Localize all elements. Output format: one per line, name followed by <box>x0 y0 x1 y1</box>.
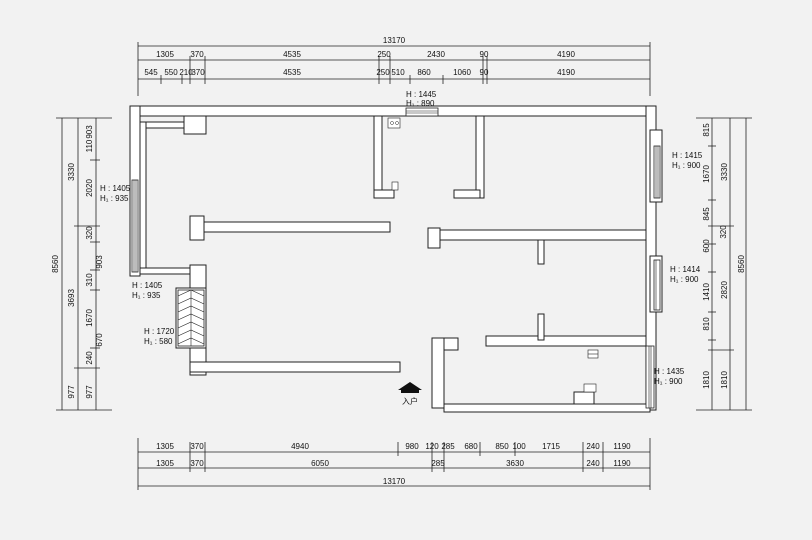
window-h-label: H : 1445 <box>406 90 437 99</box>
top-dim: 250 <box>376 68 390 77</box>
right-dim: 2820 <box>720 281 729 299</box>
left-dim: 1670 <box>85 309 94 327</box>
herringbone-panel <box>177 289 205 347</box>
window-h-label: H : 1405 <box>132 281 163 290</box>
window-h1-label: H₁ : 935 <box>100 194 129 203</box>
bottom-dim: 370 <box>190 459 204 468</box>
left-dimensions: 8560 3330 3693 977 110 903 2020 320 310 … <box>51 117 112 411</box>
top-dim: 4535 <box>283 68 301 77</box>
bottom-dim: 4940 <box>291 442 309 451</box>
bottom-dim: 285 <box>431 459 445 468</box>
entrance-marker: 入户 <box>398 382 422 406</box>
bottom-dim: 370 <box>190 442 204 451</box>
left-dim: 110 <box>85 139 94 152</box>
window-h1-label: H₁ : 890 <box>406 99 435 108</box>
left-dim: 310 <box>85 273 94 287</box>
left-dim: 977 <box>85 385 94 399</box>
window-labels: H : 1445 H₁ : 890 H : 1405 H₁ : 935 H : … <box>100 90 703 386</box>
windows <box>131 107 661 409</box>
window-h1-label: H₁ : 900 <box>654 377 683 386</box>
window-h1-label: H₁ : 900 <box>672 161 701 170</box>
kitchen-fixtures <box>387 117 599 393</box>
right-dim: 810 <box>702 317 711 331</box>
bottom-dim: 1305 <box>156 459 174 468</box>
top-dim: 210 <box>179 68 193 77</box>
bottom-dim: 980 <box>405 442 419 451</box>
top-dim: 545 <box>144 68 158 77</box>
window-h-label: H : 1415 <box>672 151 703 160</box>
right-dim: 1810 <box>720 371 729 389</box>
right-dim: 1670 <box>702 165 711 183</box>
bottom-dim: 1715 <box>542 442 560 451</box>
right-dim: 1410 <box>702 283 711 301</box>
right-dim: 600 <box>702 239 711 253</box>
bottom-dim: 240 <box>586 459 600 468</box>
bottom-dim: 680 <box>464 442 478 451</box>
top-dimensions: 13170 1305 370 4535 250 2430 90 4190 545… <box>137 36 651 96</box>
walls <box>129 105 663 413</box>
right-dim: 815 <box>702 123 711 137</box>
top-dim: 90 <box>480 68 489 77</box>
top-dim: 510 <box>391 68 405 77</box>
window-h1-label: H₁ : 900 <box>670 275 699 284</box>
bottom-dim: 1190 <box>613 459 631 468</box>
window-h-label: H : 1720 <box>144 327 175 336</box>
left-dim: 977 <box>67 385 76 399</box>
bottom-dim: 3630 <box>506 459 524 468</box>
top-dim: 550 <box>164 68 178 77</box>
bottom-dim: 240 <box>586 442 600 451</box>
right-dim: 320 <box>719 225 728 239</box>
bottom-dim: 120 <box>425 442 439 451</box>
top-dim: 860 <box>417 68 431 77</box>
bottom-dim: 1190 <box>613 442 631 451</box>
left-dim: 240 <box>85 351 94 365</box>
left-dim: 903 <box>85 125 94 139</box>
left-dim: 2020 <box>85 179 94 197</box>
right-dim: 1810 <box>702 371 711 389</box>
top-dim: 250 <box>377 50 391 59</box>
window-h1-label: H₁ : 580 <box>144 337 173 346</box>
top-dim: 370 <box>191 68 205 77</box>
entrance-arrow-icon <box>398 382 422 390</box>
left-dim: 3693 <box>67 289 76 307</box>
left-dim: 3330 <box>67 163 76 181</box>
top-dim: 2430 <box>427 50 445 59</box>
bottom-dim: 6050 <box>311 459 329 468</box>
bottom-dim: 850 <box>495 442 509 451</box>
right-total-dim: 8560 <box>737 255 746 273</box>
bottom-dim: 285 <box>441 442 455 451</box>
top-dim: 4190 <box>557 68 575 77</box>
left-dim: 320 <box>85 226 94 240</box>
bottom-dim: 100 <box>512 442 526 451</box>
right-dim: 845 <box>702 207 711 221</box>
right-dim: 3330 <box>720 163 729 181</box>
right-dimensions: 8560 3330 2820 1810 815 1670 845 600 141… <box>696 117 752 411</box>
window-h-label: H : 1414 <box>670 265 701 274</box>
bottom-dim: 1305 <box>156 442 174 451</box>
window-h1-label: H₁ : 935 <box>132 291 161 300</box>
bottom-total-dim: 13170 <box>383 477 406 486</box>
left-dim: 670 <box>95 333 104 347</box>
entrance-label: 入户 <box>402 396 418 406</box>
top-dim: 1305 <box>156 50 174 59</box>
top-total-dim: 13170 <box>383 36 406 45</box>
top-dim: 90 <box>480 50 489 59</box>
left-total-dim: 8560 <box>51 255 60 273</box>
top-dim: 370 <box>190 50 204 59</box>
bottom-dimensions: 1305 370 4940 980 120 285 680 850 100 17… <box>137 438 651 490</box>
window-h-label: H : 1405 <box>100 184 131 193</box>
top-dim: 1060 <box>453 68 471 77</box>
top-dim: 4535 <box>283 50 301 59</box>
window-h-label: H : 1435 <box>654 367 685 376</box>
top-dim: 4190 <box>557 50 575 59</box>
left-dim: 903 <box>95 255 104 269</box>
